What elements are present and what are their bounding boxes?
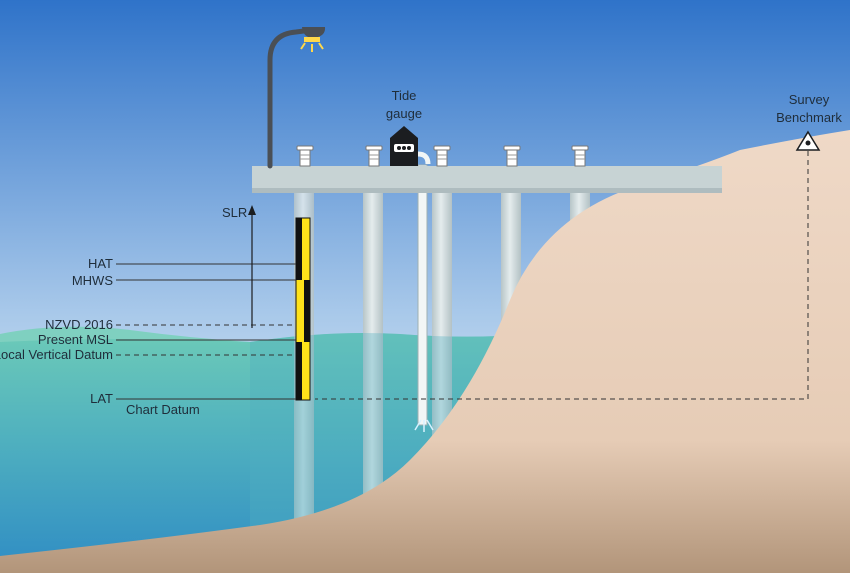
bollard-icon-group [296,145,589,167]
bollard-icon [571,145,589,167]
land-shore [0,130,850,573]
datum-lines [116,263,296,400]
survey-benchmark-label-line2: Benchmark [776,110,842,125]
wharf-deck-edge [252,188,722,193]
survey-benchmark-label-line1: Survey [789,92,830,107]
mhws-label: MHWS [72,273,113,288]
street-lamp-icon [267,27,326,169]
tide-staff [295,217,311,401]
tide-gauge-box-icon [390,126,431,166]
pile [363,192,383,522]
tide-gauge-label-line1: Tide [392,88,417,103]
slr-arrow [248,205,256,328]
lat-label: LAT [90,391,113,406]
bollard-icon [365,145,383,167]
tide-gauge-stilling-pipe [414,164,434,432]
slr-label: SLR [222,205,247,220]
nzvd-label: NZVD 2016 [45,317,113,332]
benchmark-dashed-link [315,151,809,400]
local-vertical-datum-label: Local Vertical Datum [0,347,113,362]
tide-gauge-label-line2: gauge [386,106,422,121]
bollard-icon [433,145,451,167]
present-msl-label: Present MSL [38,332,113,347]
hat-label: HAT [88,256,113,271]
chart-datum-label: Chart Datum [126,402,200,417]
benchmark-triangle-icon [795,130,821,151]
bollard-icon [296,145,314,167]
bollard-icon [503,145,521,167]
